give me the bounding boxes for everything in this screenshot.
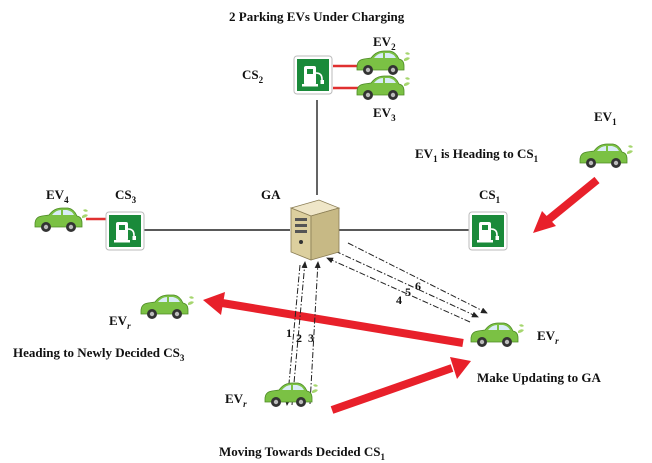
charging-station-cs1-icon — [468, 211, 508, 251]
label-ev1-heading: EV1 is Heading to CS1 — [415, 146, 539, 164]
label-make-updating: Make Updating to GA — [477, 370, 601, 385]
messages-bottom — [284, 261, 321, 406]
car-ev3-icon — [356, 75, 411, 101]
server-icon — [289, 199, 341, 261]
step-4: 4 — [396, 293, 402, 307]
step-2: 2 — [296, 331, 302, 345]
label-cs1: CS1 — [479, 187, 501, 205]
label-evr-bottom: EVr — [225, 391, 247, 409]
step-6: 6 — [415, 279, 421, 293]
label-ev1: EV1 — [594, 109, 617, 127]
car-evr-right-icon — [470, 322, 525, 348]
step-1: 1 — [286, 326, 292, 340]
car-ev1-icon — [579, 143, 634, 169]
label-ga: GA — [261, 187, 281, 202]
label-evr-right: EVr — [537, 328, 559, 346]
step-5: 5 — [405, 285, 411, 299]
arrow-evr-to-evr-left — [203, 292, 464, 347]
charging-station-cs3-icon — [105, 211, 145, 251]
label-ev4: EV4 — [46, 187, 69, 205]
label-ev2: EV2 — [373, 34, 396, 52]
label-heading-newly: Heading to Newly Decided CS3 — [13, 345, 185, 363]
car-ev2-icon — [356, 50, 411, 76]
car-evr-left-icon — [140, 294, 195, 320]
messages-right — [326, 242, 488, 323]
label-evr-left: EVr — [109, 313, 131, 331]
title-parking-evs: 2 Parking EVs Under Charging — [229, 9, 405, 24]
charging-station-cs2-icon — [293, 55, 333, 95]
label-cs3: CS3 — [115, 187, 137, 205]
step-3: 3 — [308, 331, 314, 345]
label-cs2: CS2 — [242, 67, 264, 85]
arrow-ev1-to-cs1 — [533, 176, 600, 233]
arrow-evr-bottom-to-evr-right — [330, 357, 471, 414]
label-moving-towards: Moving Towards Decided CS1 — [219, 444, 385, 462]
car-ev4-icon — [34, 207, 89, 233]
label-ev3: EV3 — [373, 105, 396, 123]
